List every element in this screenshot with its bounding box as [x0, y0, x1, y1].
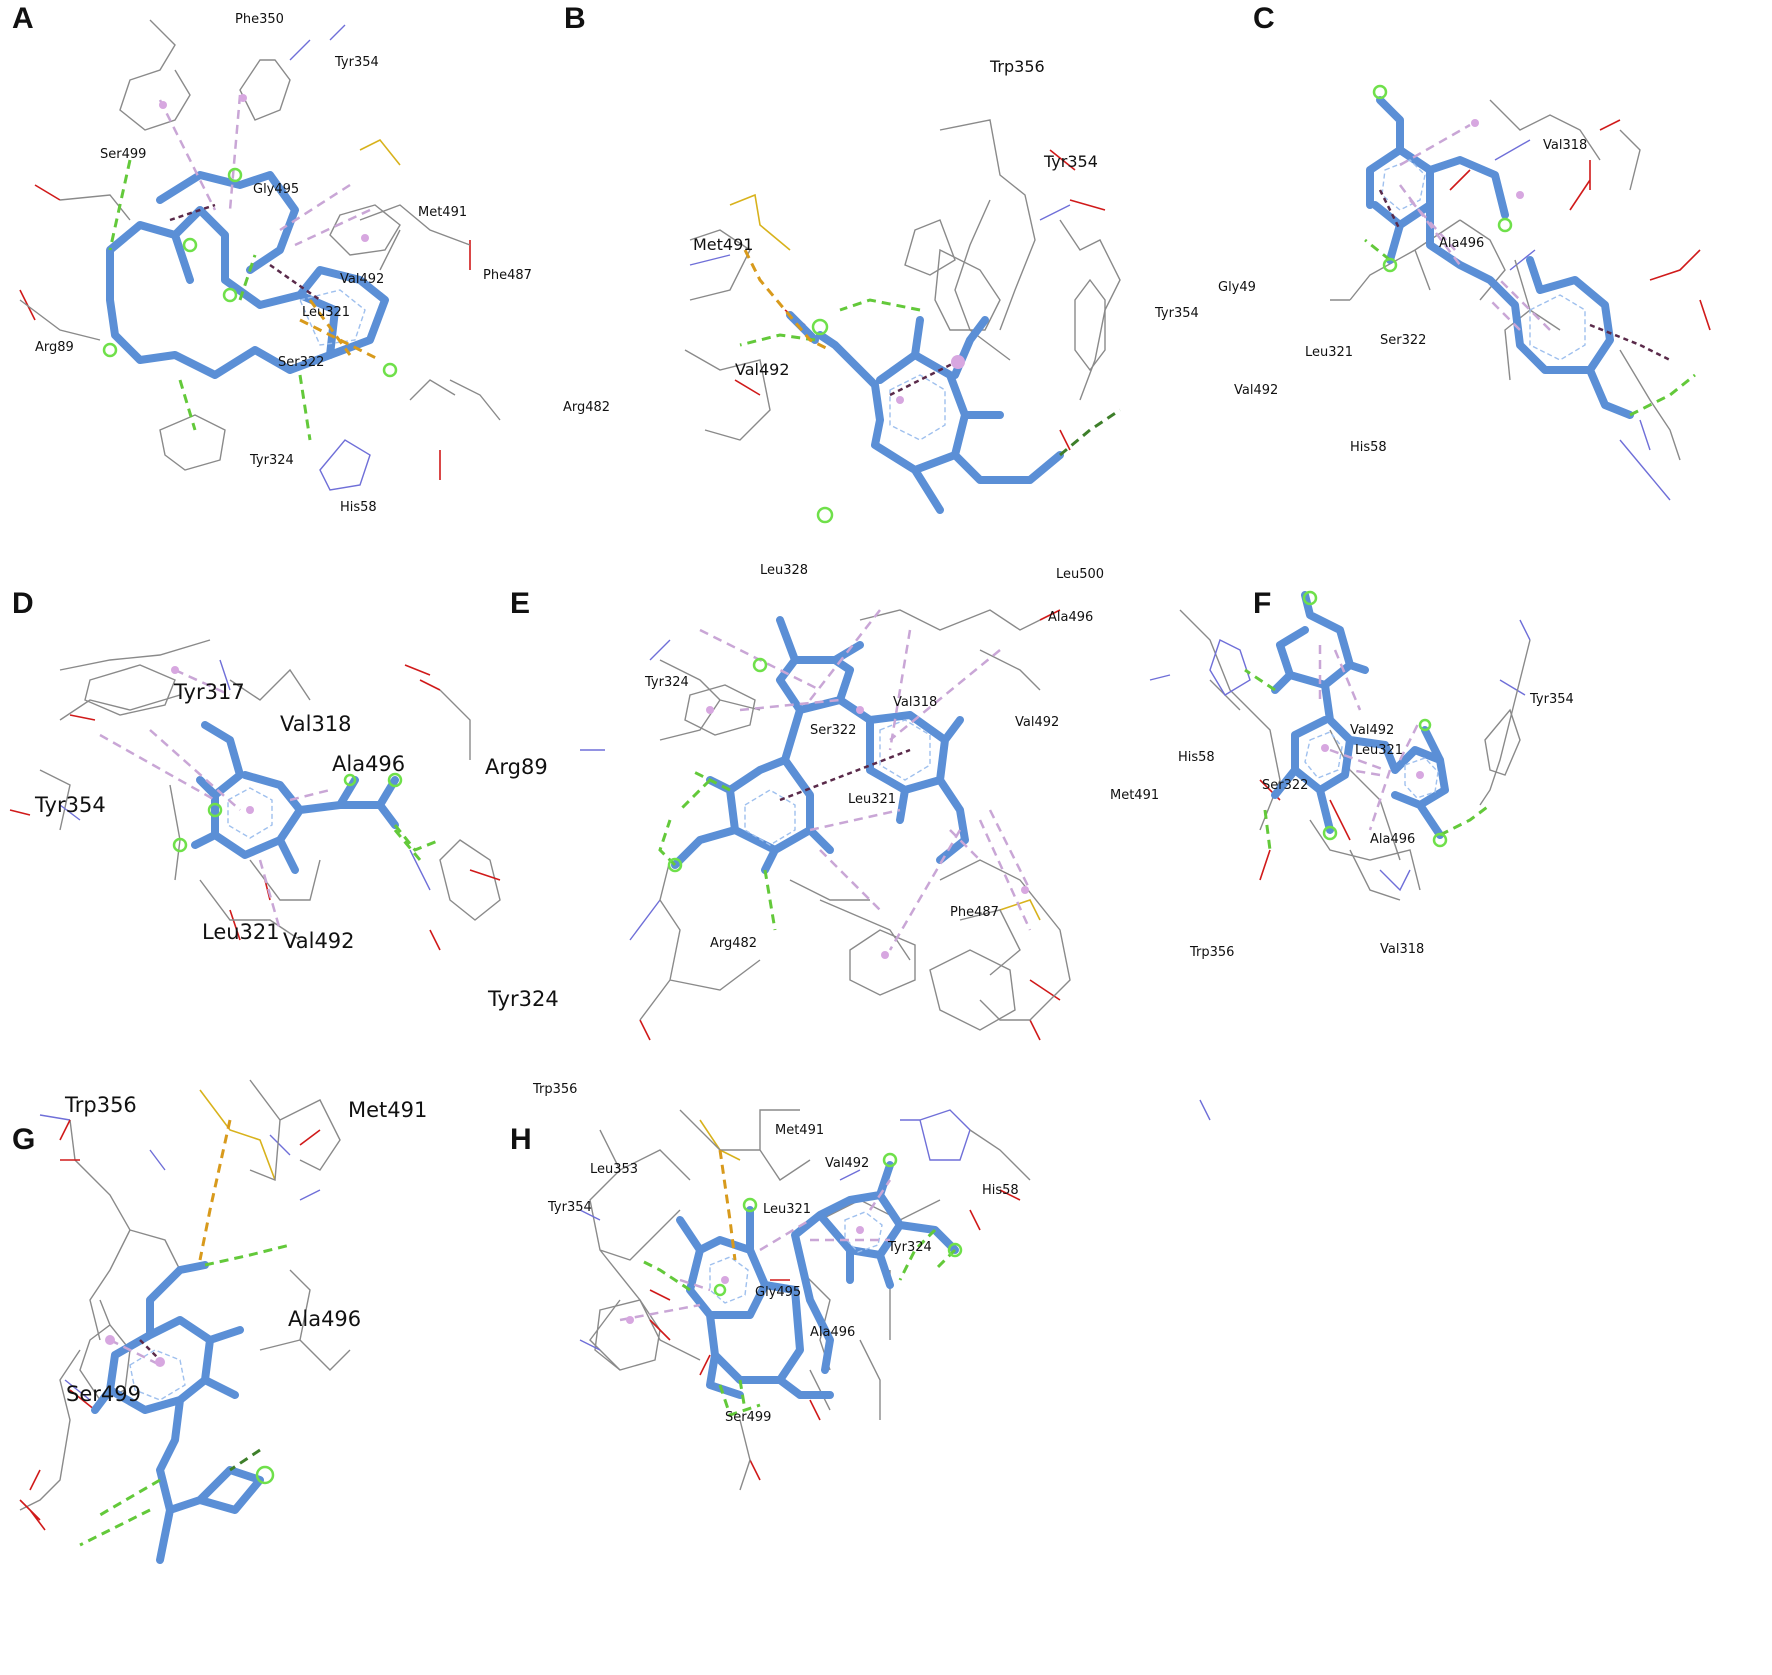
residue-label: Ser322	[1262, 778, 1309, 793]
residue-label: Ala496	[288, 1307, 362, 1331]
residue-label: Val318	[1380, 942, 1425, 957]
panel-h: H Trp356 Met491 Val492 His58 Leu353 Leu3…	[510, 1082, 1180, 1675]
residue-label: Arg89	[485, 755, 548, 779]
residue-label: Leu328	[760, 563, 809, 578]
panel-b-structure	[684, 119, 1121, 524]
residue-label: Arg89	[35, 340, 74, 355]
residue-label: Leu321	[1355, 743, 1404, 758]
panel-letter: H	[510, 1123, 532, 1156]
residue-label: Val492	[1234, 383, 1279, 398]
residue-label: Ser499	[66, 1382, 141, 1406]
residue-label: His58	[1178, 750, 1215, 765]
residue-label: Tyr324	[488, 987, 559, 1011]
panel-a: A Phe350 Tyr354 Ser499 Gly495 Met491 Val…	[0, 0, 610, 520]
residue-label: Leu321	[302, 305, 351, 320]
residue-label: Gly49	[1218, 280, 1256, 295]
residue-label: Ala496	[810, 1325, 856, 1340]
panel-f-structure	[1149, 590, 1531, 901]
residue-label: Ala496	[1048, 610, 1094, 625]
panel-f: F Tyr354 Val492 His58 Leu321 Ser322 Ala4…	[1149, 587, 1772, 1040]
residue-label: His58	[340, 500, 377, 515]
residue-label: Ala496	[1439, 236, 1485, 251]
residue-label: Trp356	[533, 1082, 578, 1097]
residue-label: Ser322	[278, 355, 325, 370]
residue-label: Ala496	[332, 752, 406, 776]
residue-label: His58	[982, 1183, 1019, 1198]
residue-label: Tyr354	[35, 793, 106, 817]
residue-label: Tyr354	[1530, 692, 1574, 707]
residue-label: Met491	[418, 205, 468, 220]
panel-letter: D	[12, 587, 34, 620]
panel-letter: E	[510, 587, 531, 620]
residue-label: Ser499	[725, 1410, 772, 1425]
residue-label: Leu321	[1305, 345, 1354, 360]
residue-label: Val492	[825, 1156, 870, 1171]
residue-label: Leu321	[763, 1202, 812, 1217]
residue-label: Met491	[775, 1123, 825, 1138]
residue-label: Met491	[1110, 788, 1160, 803]
residue-label: Tyr324	[645, 675, 689, 690]
residue-label: Phe350	[235, 12, 284, 27]
residue-label: Val318	[1543, 138, 1588, 153]
residue-label: Tyr324	[250, 453, 294, 468]
residue-label: Tyr354	[1044, 152, 1098, 171]
panel-c-structure	[1330, 84, 1711, 501]
residue-label: Met491	[348, 1098, 428, 1122]
panel-letter: A	[12, 2, 34, 35]
panel-e-structure	[580, 609, 1211, 1121]
residue-label: Val492	[283, 929, 355, 953]
residue-label: Trp356	[65, 1093, 137, 1117]
panel-d-structure	[9, 639, 501, 951]
residue-label: Leu321	[848, 792, 897, 807]
residue-label: His58	[1350, 440, 1387, 455]
panel-g: G Trp356 Met491 Ala496 Ser499	[0, 1079, 580, 1675]
panel-letter: G	[12, 1123, 36, 1156]
residue-label: Tyr354	[548, 1200, 592, 1215]
panel-h-structure	[579, 1109, 1031, 1491]
panel-e: E Leu500 Leu328 Ala496 Tyr324 Val318 Val…	[510, 563, 1280, 1121]
residue-label: Val492	[340, 272, 385, 287]
residue-label: Leu321	[202, 920, 280, 944]
residue-label: Phe487	[950, 905, 999, 920]
residue-label: Leu353	[590, 1162, 639, 1177]
panel-c: C Val318 Ala496 Tyr354 Gly49 Ser322 Leu3…	[1155, 0, 1772, 540]
residue-label: Val318	[893, 695, 938, 710]
residue-label: Arg482	[563, 400, 611, 415]
residue-label: Val492	[1015, 715, 1060, 730]
residue-label: Trp356	[1190, 945, 1235, 960]
residue-label: Gly495	[253, 182, 300, 197]
residue-label: Tyr324	[888, 1240, 932, 1255]
panel-letter: F	[1253, 587, 1272, 620]
residue-label: Ser499	[100, 147, 147, 162]
residue-label: Met491	[693, 235, 754, 254]
residue-label: Val492	[735, 360, 790, 379]
residue-label: Arg482	[710, 936, 758, 951]
residue-label: Tyr317	[174, 680, 245, 704]
residue-label: Ser322	[810, 723, 857, 738]
panel-a-structure	[19, 19, 501, 491]
residue-label: Leu500	[1056, 567, 1105, 582]
residue-label: Ala496	[1370, 832, 1416, 847]
panel-d: D Tyr317 Val318 Arg89 Tyr354 Ala496 Leu3…	[0, 587, 580, 1020]
panel-letter: B	[564, 2, 586, 35]
residue-label: Ser322	[1380, 333, 1427, 348]
residue-label: Val492	[1350, 723, 1395, 738]
residue-label: Val318	[280, 712, 352, 736]
panel-g-structure	[19, 1079, 351, 1564]
residue-label: Trp356	[990, 57, 1045, 76]
residue-label: Phe487	[483, 268, 532, 283]
residue-label: Tyr354	[1155, 306, 1199, 321]
panel-b: B Trp356 Tyr354 Met491 Val492	[560, 0, 1160, 540]
residue-label: Tyr354	[335, 55, 379, 70]
panel-letter: C	[1253, 2, 1275, 35]
residue-label: Gly495	[755, 1285, 802, 1300]
